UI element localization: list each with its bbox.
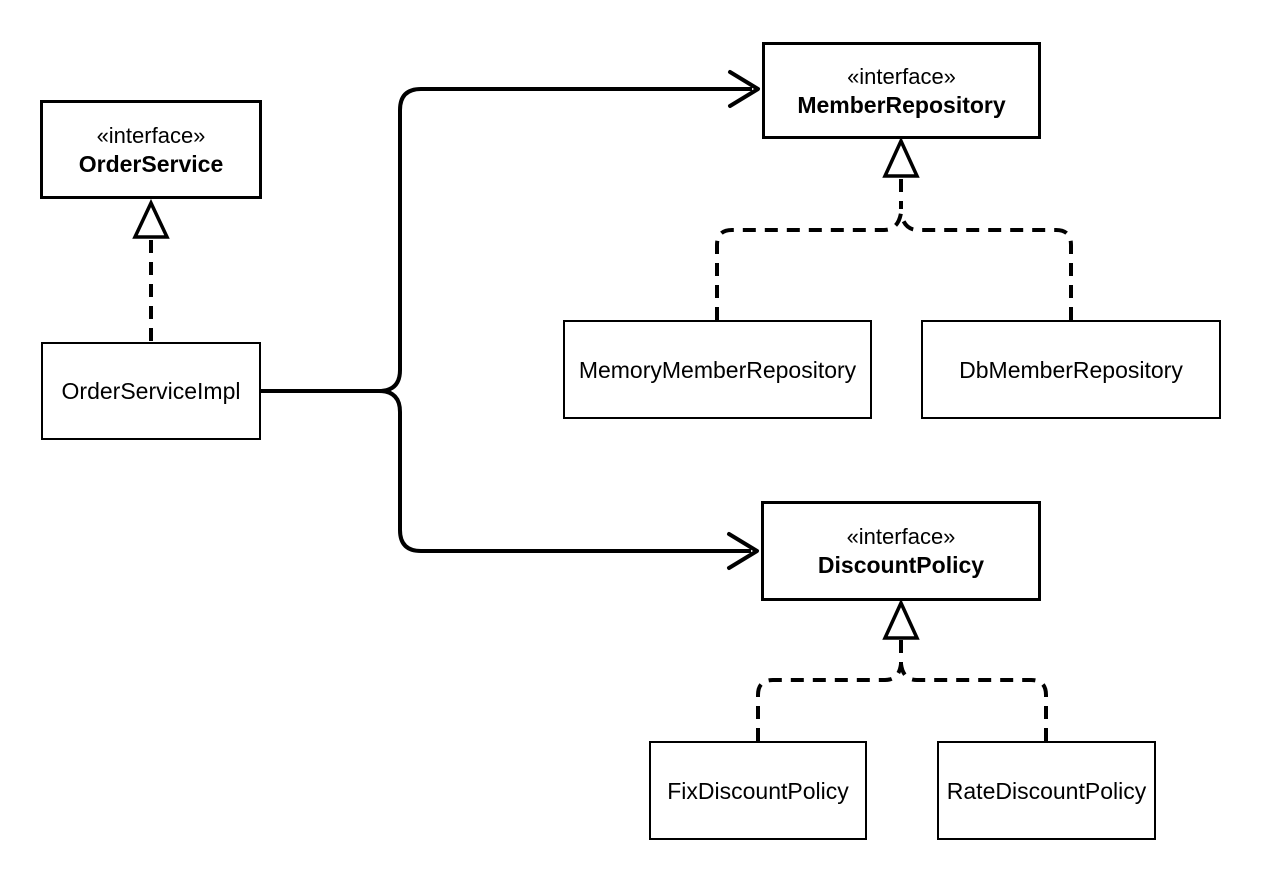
open-arrowhead-icon — [727, 532, 759, 570]
open-arrowhead-icon — [728, 70, 760, 108]
node-order-service: «interface» OrderService — [40, 100, 262, 199]
class-name: RateDiscountPolicy — [946, 777, 1147, 804]
node-db-member-repository: DbMemberRepository — [921, 320, 1221, 419]
stereotype-label: «interface» — [96, 122, 206, 148]
edge-dependency-member-repository — [261, 87, 752, 393]
node-member-repository: «interface» MemberRepository — [762, 42, 1041, 139]
class-name: MemberRepository — [797, 91, 1006, 118]
node-memory-member-repository: MemoryMemberRepository — [563, 320, 872, 419]
node-rate-discount-policy: RateDiscountPolicy — [937, 741, 1156, 840]
stereotype-label: «interface» — [847, 63, 956, 89]
stereotype-label: «interface» — [846, 524, 956, 549]
hollow-triangle-icon — [132, 198, 170, 239]
edge-realization-fix-discount-policy — [756, 663, 903, 741]
hollow-triangle-icon — [882, 136, 920, 178]
edge-dependency-discount-policy — [261, 389, 751, 553]
node-fix-discount-policy: FixDiscountPolicy — [649, 741, 867, 840]
hollow-triangle-icon — [882, 598, 920, 640]
class-name: DiscountPolicy — [817, 552, 985, 578]
class-name: OrderService — [78, 150, 224, 177]
edge-realization-memory-member-repository — [715, 212, 903, 320]
class-name: FixDiscountPolicy — [667, 777, 849, 804]
class-name: DbMemberRepository — [959, 356, 1183, 383]
node-discount-policy: «interface» DiscountPolicy — [761, 501, 1041, 601]
node-order-service-impl: OrderServiceImpl — [41, 342, 261, 440]
edge-realization-rate-discount-policy — [899, 663, 1048, 741]
class-name: MemoryMemberRepository — [578, 356, 857, 383]
class-name: OrderServiceImpl — [61, 378, 241, 404]
edge-realization-db-member-repository — [899, 212, 1073, 320]
